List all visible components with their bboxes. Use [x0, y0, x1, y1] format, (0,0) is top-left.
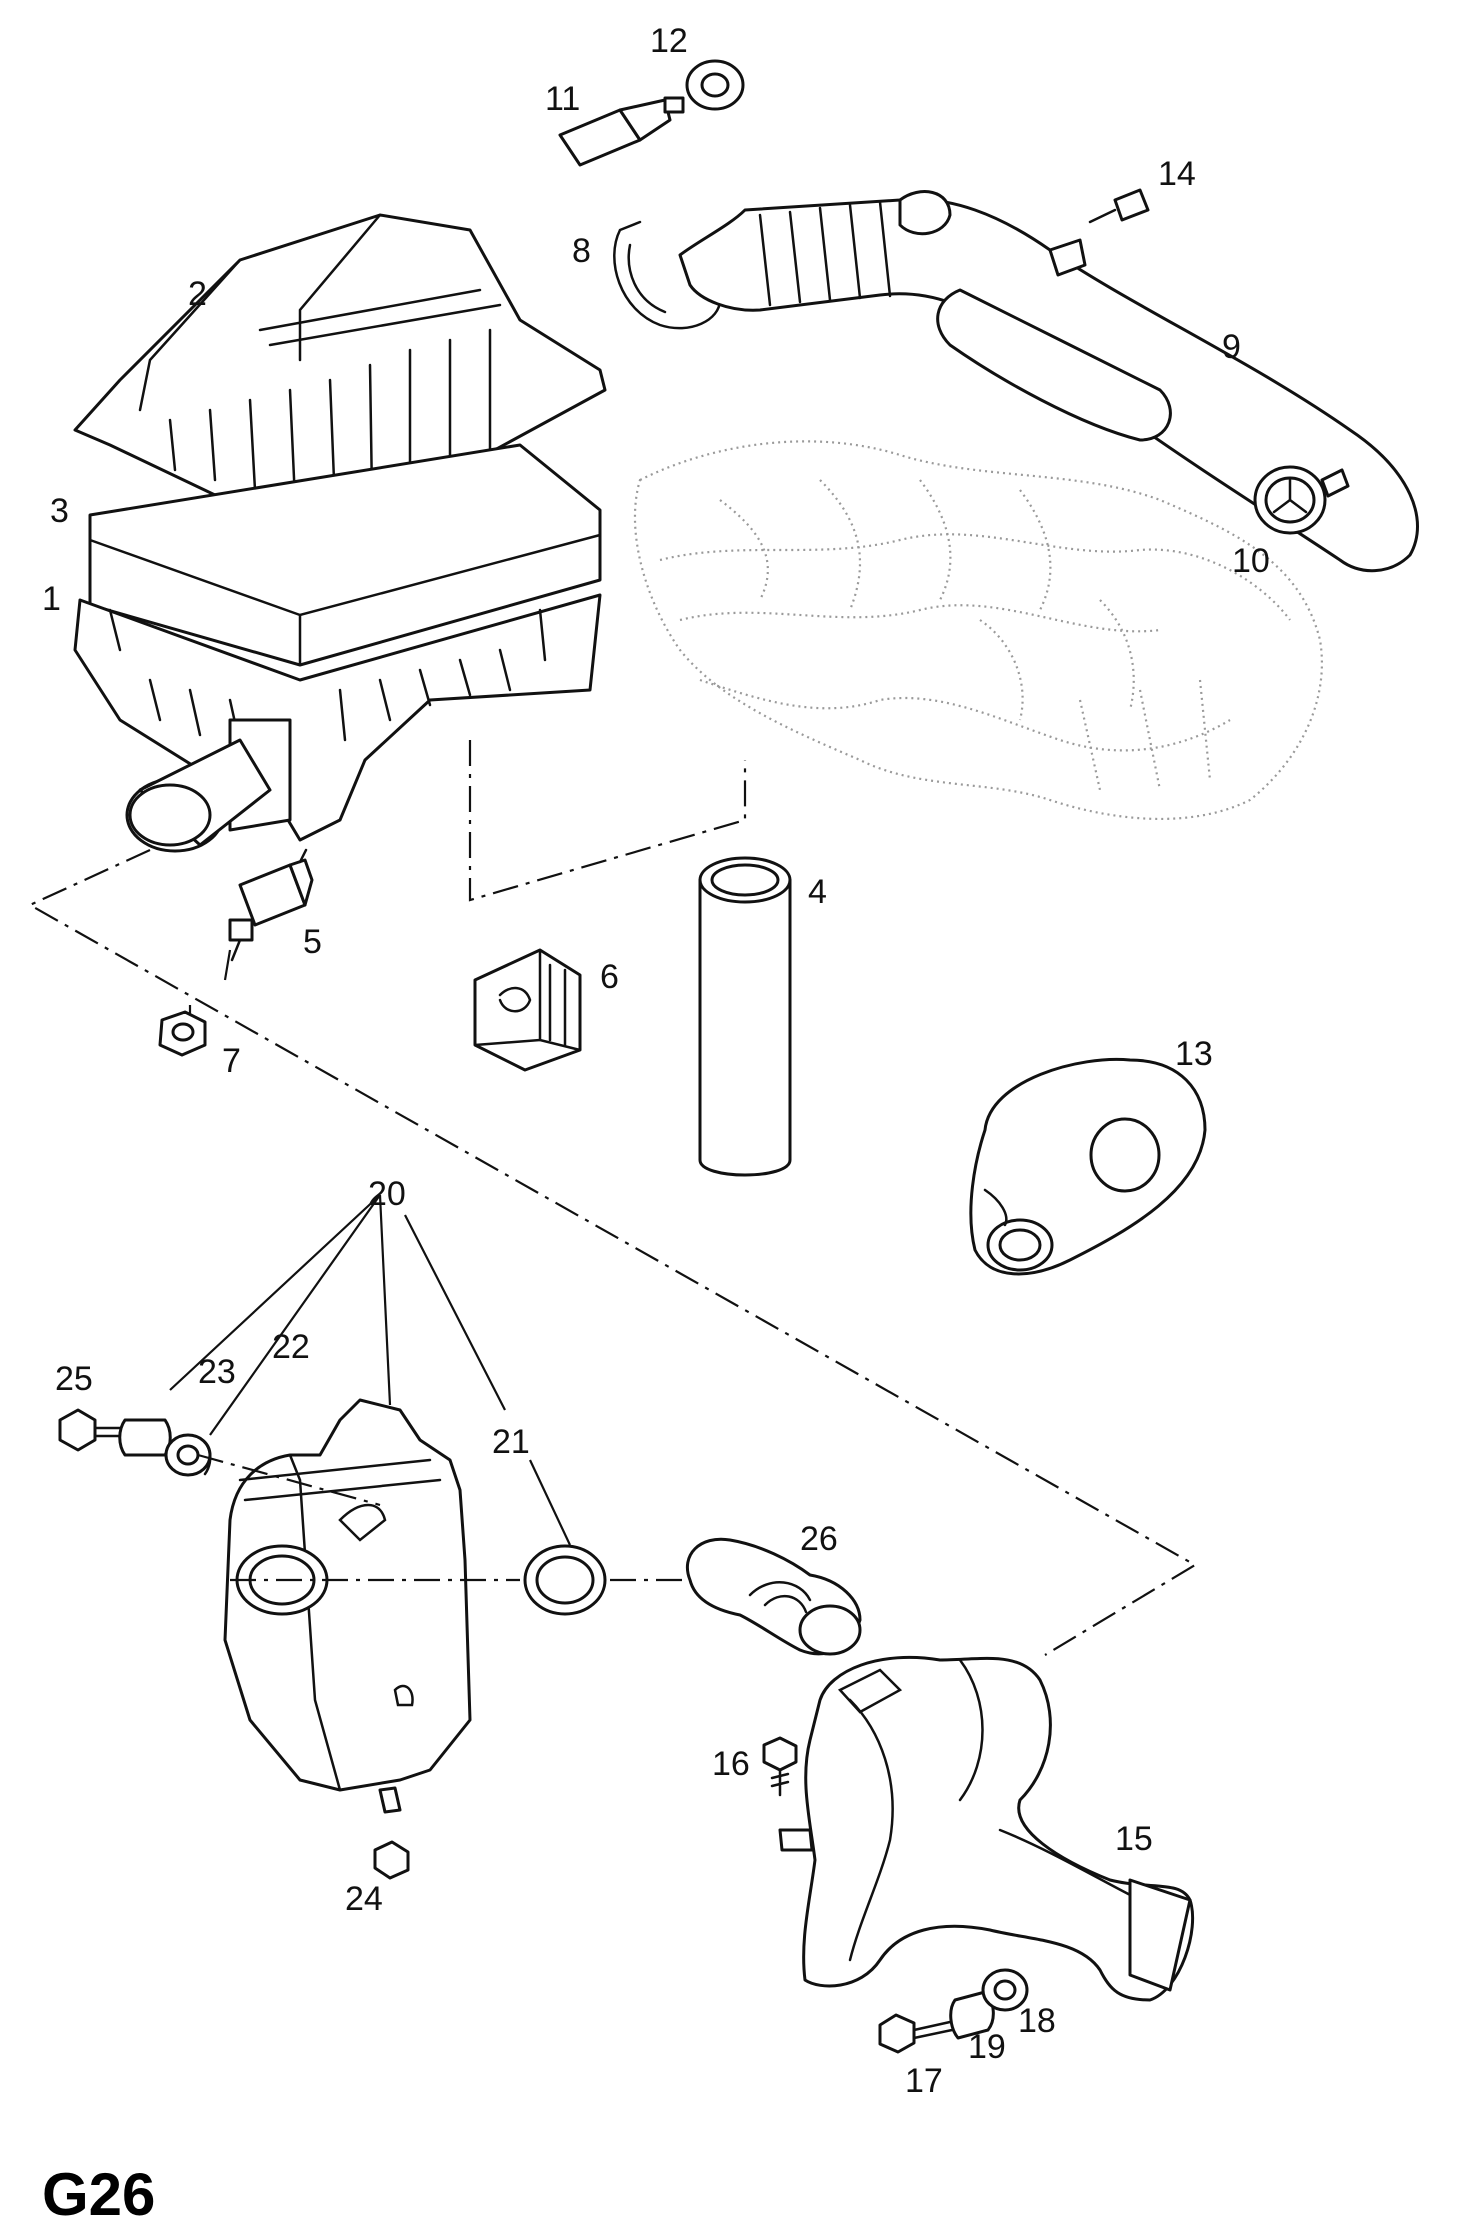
callout-16: 16: [712, 1745, 750, 1783]
callout-19: 19: [968, 2028, 1006, 2066]
callout-24: 24: [345, 1880, 383, 1918]
bolt-17: [878, 2013, 954, 2054]
callout-labels: 1 2 3 4 5 6 7 8 9 10 11 12 13 14 15 16 1…: [42, 22, 1270, 2100]
callout-10: 10: [1232, 542, 1270, 580]
screw-16: [762, 1736, 798, 1797]
callout-13: 13: [1175, 1035, 1213, 1073]
valve-5: [228, 848, 314, 962]
leader-lines: [27, 740, 1198, 1656]
callout-8: 8: [572, 232, 591, 270]
callout-1: 1: [42, 580, 61, 618]
callout-6: 6: [600, 958, 619, 996]
intake-hose-bellows: [678, 190, 1419, 573]
hose-clamp-10: [1253, 465, 1350, 535]
sensor-seal-ring: [685, 59, 745, 111]
bolt-25: [58, 1408, 124, 1452]
callout-7: 7: [222, 1042, 241, 1080]
hose-clamp-8: [613, 220, 722, 330]
callout-23: 23: [198, 1353, 236, 1391]
callout-2: 2: [188, 275, 207, 313]
callout-20: 20: [368, 1175, 406, 1213]
callout-21: 21: [492, 1423, 530, 1461]
bolt-14: [1088, 188, 1150, 224]
air-filter-element: [88, 443, 602, 667]
spacer-23: [118, 1418, 172, 1457]
air-cleaner-cover: [73, 213, 607, 547]
page-code: G26: [42, 2161, 155, 2228]
nut-7: [158, 1010, 207, 1057]
intake-pipe-15: [778, 1655, 1195, 2002]
callout-9: 9: [1222, 328, 1241, 366]
intake-temperature-sensor: [558, 96, 685, 167]
callout-22: 22: [272, 1328, 310, 1366]
callout-26: 26: [800, 1520, 838, 1558]
callout-25: 25: [55, 1360, 93, 1398]
elbow-hose-26: [685, 1537, 862, 1656]
callout-14: 14: [1158, 155, 1196, 193]
callout-3: 3: [50, 492, 69, 530]
seal-ring-21: [523, 1544, 607, 1616]
tube-4: [698, 856, 792, 1177]
callout-11: 11: [545, 80, 580, 118]
resonator-box-20: [223, 1398, 472, 1814]
grommet-22: [164, 1433, 212, 1477]
grommet-18: [981, 1968, 1029, 2012]
callout-4: 4: [808, 873, 827, 911]
resonator-13: [969, 1057, 1207, 1276]
air-cleaner-housing: [73, 593, 602, 853]
rubber-mount-6: [473, 948, 582, 1072]
callout-5: 5: [303, 923, 322, 961]
engine-outline-background: [633, 440, 1323, 821]
callout-15: 15: [1115, 1820, 1153, 1858]
callout-18: 18: [1018, 2002, 1056, 2040]
callout-12: 12: [650, 22, 688, 60]
nut-24: [373, 1840, 410, 1880]
callout-17: 17: [905, 2062, 943, 2100]
